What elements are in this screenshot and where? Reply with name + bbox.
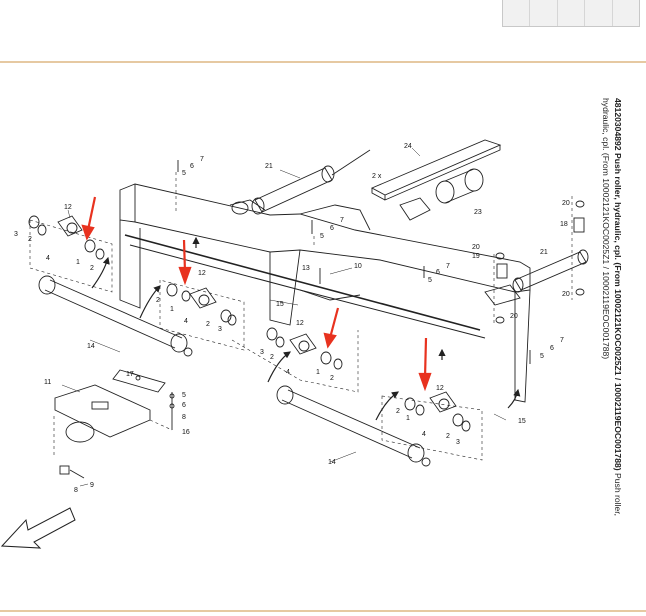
thumbnail-cell[interactable]: [557, 0, 586, 26]
callout-4: 4: [46, 255, 50, 262]
callout-6: 6: [190, 163, 194, 170]
shaft-part: [370, 139, 502, 201]
callout-5: 5: [428, 277, 432, 284]
callout-21: 21: [540, 249, 548, 256]
callout-23: 23: [474, 209, 482, 216]
callout-12: 12: [436, 385, 444, 392]
callout-14: 14: [328, 459, 336, 466]
callout-18: 18: [560, 221, 568, 228]
callout-6: 6: [182, 402, 186, 409]
assembly-guide-lines: [29, 172, 573, 461]
callout-2: 2: [206, 321, 210, 328]
callout-3: 3: [260, 349, 264, 356]
red-highlight-arrows: [81, 196, 432, 392]
bracket-part: [399, 168, 484, 221]
callout-5: 5: [320, 233, 324, 240]
callout-3: 3: [456, 439, 460, 446]
hydraulic-cylinder-part: [231, 149, 371, 215]
callout-12: 12: [296, 320, 304, 327]
callout-4: 4: [286, 369, 290, 376]
callout-9: 9: [90, 482, 94, 489]
push-roller-part: [38, 275, 193, 357]
footer-divider: [0, 610, 646, 612]
bearing-housing-part: [57, 215, 457, 413]
bushing-part: [484, 217, 585, 306]
callout-19: 19: [472, 253, 480, 260]
callout-2: 2: [270, 354, 274, 361]
callout-16: 16: [182, 429, 190, 436]
main-frame-part: [119, 183, 531, 403]
callout-2: 2: [156, 297, 160, 304]
hydraulic-cylinder-part: [512, 249, 589, 293]
callout-12: 12: [64, 204, 72, 211]
thumbnail-cell[interactable]: [612, 0, 640, 26]
hitch-part: [54, 369, 166, 443]
callout-17: 17: [126, 371, 134, 378]
callout-20: 20: [562, 200, 570, 207]
caption-line2: hydraulic, cpl. (From 10002121KOC0025Z1 …: [601, 98, 611, 360]
callout-1: 1: [76, 259, 80, 266]
thumbnail-cell[interactable]: [530, 0, 558, 26]
push-roller-part: [276, 385, 431, 467]
thumbnail-cell[interactable]: [503, 0, 531, 26]
callout-2: 2: [28, 236, 32, 243]
callout-10: 10: [354, 263, 362, 270]
callout-3: 3: [218, 326, 222, 333]
callout-1: 1: [406, 415, 410, 422]
callout-2: 2: [446, 433, 450, 440]
callout-15: 15: [276, 301, 284, 308]
callout-15: 15: [518, 418, 526, 425]
callout-6: 6: [330, 225, 334, 232]
callout-7: 7: [446, 263, 450, 270]
callout-13: 13: [302, 265, 310, 272]
thumbnail-cell[interactable]: [585, 0, 613, 26]
callout-14: 14: [87, 343, 95, 350]
direction-arrows: [91, 236, 521, 421]
washer-ring-parts: [28, 200, 585, 432]
callout-20: 20: [510, 313, 518, 320]
callout-7: 7: [560, 337, 564, 344]
callout-8: 8: [182, 414, 186, 421]
thumbnail-strip[interactable]: [502, 0, 640, 27]
header-divider: [0, 61, 646, 63]
callout-2: 2: [396, 408, 400, 415]
callout-7: 7: [340, 217, 344, 224]
callout-2: 2: [90, 265, 94, 272]
callout-1: 1: [170, 306, 174, 313]
callout-5: 5: [540, 353, 544, 360]
callout-4: 4: [184, 318, 188, 325]
callout-12: 12: [198, 270, 206, 277]
caption-title-tail: Push roller,: [613, 473, 623, 517]
callout-5: 5: [182, 392, 186, 399]
callout-8: 8: [74, 487, 78, 494]
callout-3: 3: [14, 231, 18, 238]
caption-title-bold: Push roller, hydraulic, cpl. (From 10002…: [613, 152, 623, 471]
callout-2x: 2 x: [372, 173, 382, 180]
label-leaders: [61, 147, 507, 487]
callout-20: 20: [472, 244, 480, 251]
callout-1: 1: [316, 369, 320, 376]
callout-numbers: 12 3 2 4 1 2 14 2 1 12 4 2 3 15 13 10 21…: [14, 143, 570, 494]
forward-direction-icon: [0, 507, 76, 549]
bolt-parts: [59, 160, 531, 479]
callout-4: 4: [422, 431, 426, 438]
part-number: 48120304892: [613, 98, 623, 151]
callout-6: 6: [550, 345, 554, 352]
callout-20: 20: [562, 291, 570, 298]
callout-6: 6: [436, 269, 440, 276]
part-caption: 48120304892 Push roller, hydraulic, cpl.…: [600, 98, 624, 558]
callout-5: 5: [182, 170, 186, 177]
callout-21: 21: [265, 163, 273, 170]
callout-7: 7: [200, 156, 204, 163]
callout-24: 24: [404, 143, 412, 150]
callout-2: 2: [330, 375, 334, 382]
callout-11: 11: [44, 379, 51, 386]
